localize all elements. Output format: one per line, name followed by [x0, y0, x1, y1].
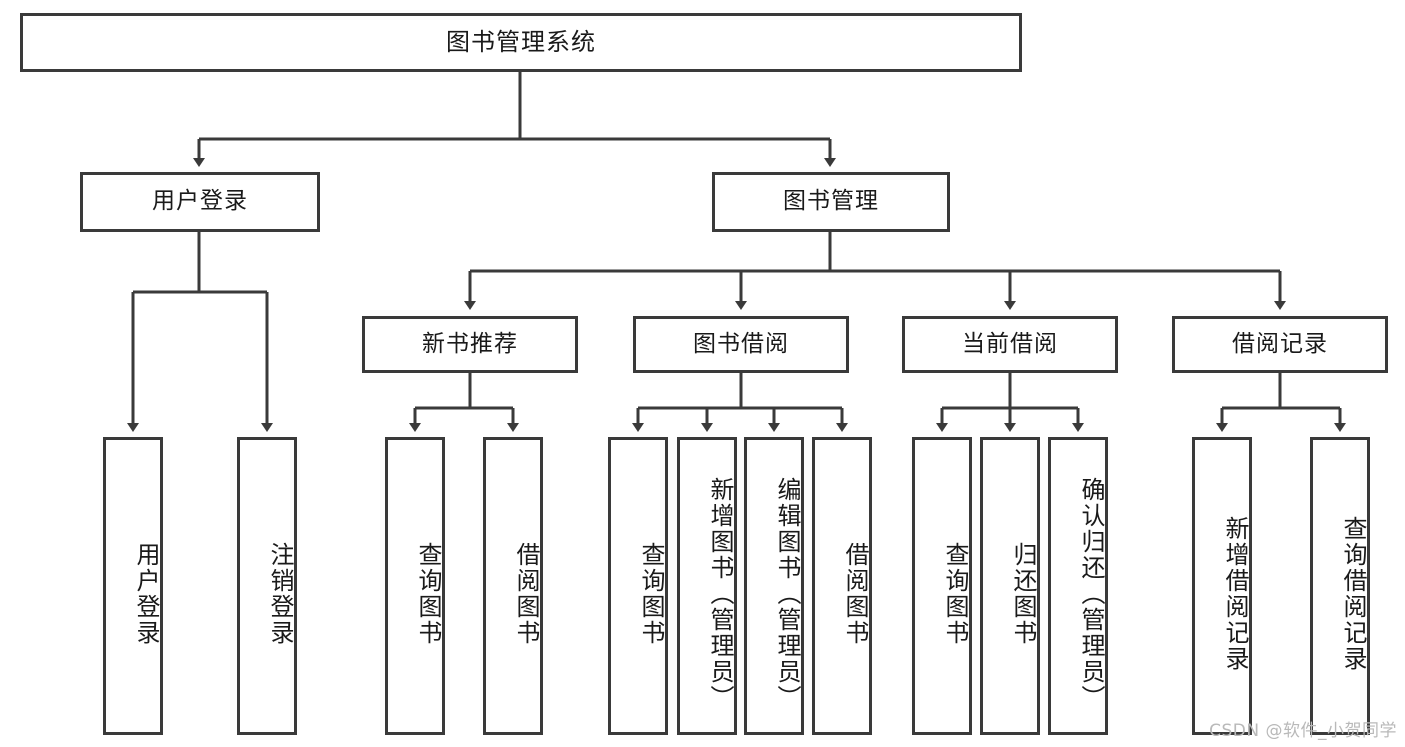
leaf-br-add-record[interactable]: 新增借阅记录 [1192, 437, 1252, 735]
node-label: 确认归还（管理员） [1077, 477, 1105, 711]
leaf-bb-add-book-admin[interactable]: 新增图书（管理员） [677, 437, 737, 735]
leaf-br-query-record[interactable]: 查询借阅记录 [1310, 437, 1370, 735]
node-label: 新增图书（管理员） [706, 477, 734, 711]
leaf-logout[interactable]: 注销登录 [237, 437, 297, 735]
node-label: 借阅图书 [841, 542, 869, 646]
node-label: 借阅记录 [1232, 330, 1328, 357]
node-book-management[interactable]: 图书管理 [712, 172, 950, 232]
leaf-cb-query-book[interactable]: 查询图书 [912, 437, 972, 735]
node-current-borrow[interactable]: 当前借阅 [902, 316, 1118, 373]
leaf-bb-edit-book-admin[interactable]: 编辑图书（管理员） [744, 437, 804, 735]
node-borrow-record[interactable]: 借阅记录 [1172, 316, 1388, 373]
leaf-bb-query-book[interactable]: 查询图书 [608, 437, 668, 735]
node-label: 图书管理 [783, 188, 879, 215]
node-user-login[interactable]: 用户登录 [80, 172, 320, 232]
node-label: 注销登录 [266, 542, 294, 646]
node-label: 查询图书 [637, 542, 665, 646]
node-label: 归还图书 [1009, 542, 1037, 646]
node-label: 新书推荐 [422, 330, 518, 357]
node-new-book-recommend[interactable]: 新书推荐 [362, 316, 578, 373]
node-label: 新增借阅记录 [1221, 516, 1249, 672]
node-label: 图书管理系统 [446, 28, 596, 57]
node-label: 编辑图书（管理员） [773, 477, 801, 711]
leaf-nb-query-book[interactable]: 查询图书 [385, 437, 445, 735]
node-root-book-management-system[interactable]: 图书管理系统 [20, 13, 1022, 72]
node-label: 图书借阅 [693, 330, 789, 357]
leaf-cb-confirm-return-admin[interactable]: 确认归还（管理员） [1048, 437, 1108, 735]
leaf-bb-borrow-book[interactable]: 借阅图书 [812, 437, 872, 735]
node-book-borrow[interactable]: 图书借阅 [633, 316, 849, 373]
node-label: 借阅图书 [512, 542, 540, 646]
node-label: 用户登录 [132, 542, 160, 646]
leaf-nb-borrow-book[interactable]: 借阅图书 [483, 437, 543, 735]
node-label: 用户登录 [152, 188, 248, 215]
node-label: 查询图书 [414, 542, 442, 646]
node-label: 当前借阅 [962, 330, 1058, 357]
node-label: 查询图书 [941, 542, 969, 646]
leaf-cb-return-book[interactable]: 归还图书 [980, 437, 1040, 735]
node-label: 查询借阅记录 [1339, 516, 1367, 672]
leaf-user-login[interactable]: 用户登录 [103, 437, 163, 735]
watermark-text: CSDN @软件_小贺同学 [1209, 721, 1397, 741]
